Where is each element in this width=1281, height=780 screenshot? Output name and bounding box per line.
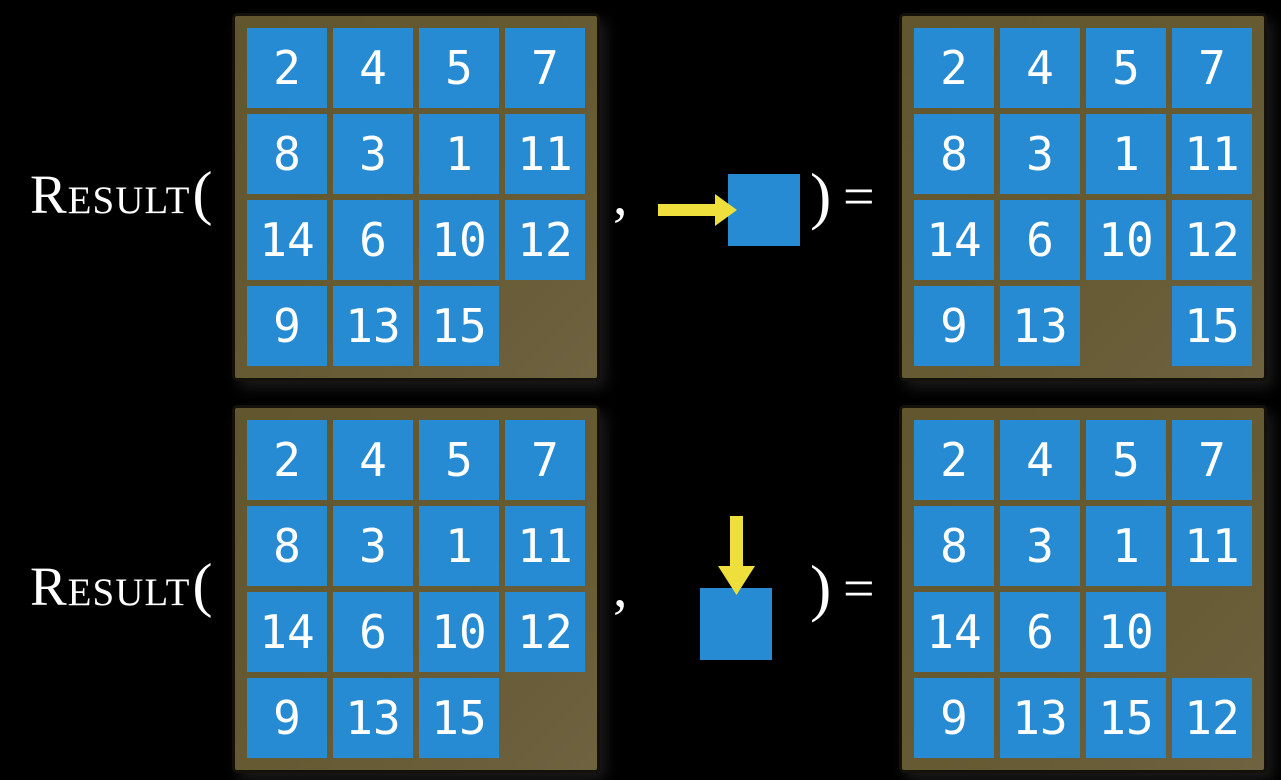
tile-2: 2	[914, 420, 994, 500]
open-paren-icon: (	[192, 552, 213, 618]
tile-4: 4	[1000, 420, 1080, 500]
tile-15: 15	[419, 678, 499, 758]
tile-3: 3	[1000, 506, 1080, 586]
tile-7: 7	[1172, 420, 1252, 500]
tile-9: 9	[914, 286, 994, 366]
tile-2: 2	[247, 420, 327, 500]
tile-15: 15	[419, 286, 499, 366]
tile-2: 2	[914, 28, 994, 108]
tile-11: 11	[1172, 114, 1252, 194]
empty-cell	[1172, 592, 1252, 672]
tile-4: 4	[333, 420, 413, 500]
tile-10: 10	[1086, 592, 1166, 672]
tile-5: 5	[419, 28, 499, 108]
tile-13: 13	[333, 286, 413, 366]
comma: ,	[613, 554, 628, 619]
open-paren-icon: (	[192, 160, 213, 226]
tile-8: 8	[247, 114, 327, 194]
tile-8: 8	[914, 114, 994, 194]
tile-5: 5	[1086, 28, 1166, 108]
tile-15: 15	[1086, 678, 1166, 758]
tile-11: 11	[505, 506, 585, 586]
empty-cell	[505, 286, 585, 366]
tile-14: 14	[914, 200, 994, 280]
result-function-label: Result (	[30, 555, 212, 635]
equals-sign: =	[843, 166, 875, 228]
tile-9: 9	[247, 286, 327, 366]
moving-tile	[700, 588, 772, 660]
tile-14: 14	[247, 200, 327, 280]
tile-14: 14	[247, 592, 327, 672]
tile-12: 12	[505, 592, 585, 672]
tile-1: 1	[1086, 114, 1166, 194]
arrow-down-icon	[718, 516, 755, 595]
tile-12: 12	[1172, 200, 1252, 280]
tile-4: 4	[1000, 28, 1080, 108]
arrow-right-icon	[658, 194, 737, 226]
close-paren-icon: )	[810, 552, 832, 623]
tile-7: 7	[1172, 28, 1252, 108]
tile-13: 13	[1000, 286, 1080, 366]
comma: ,	[613, 162, 628, 227]
moving-tile	[728, 174, 800, 246]
tile-8: 8	[914, 506, 994, 586]
tile-8: 8	[247, 506, 327, 586]
tile-10: 10	[419, 200, 499, 280]
tile-6: 6	[1000, 200, 1080, 280]
tile-9: 9	[914, 678, 994, 758]
empty-cell	[1086, 286, 1166, 366]
equals-sign: =	[843, 558, 875, 620]
tile-7: 7	[505, 420, 585, 500]
result-function-label: Result (	[30, 163, 212, 243]
tile-6: 6	[333, 200, 413, 280]
tile-11: 11	[1172, 506, 1252, 586]
function-name: Result	[30, 164, 191, 225]
tile-12: 12	[1172, 678, 1252, 758]
tile-1: 1	[419, 506, 499, 586]
tile-1: 1	[1086, 506, 1166, 586]
tile-9: 9	[247, 678, 327, 758]
function-name: Result	[30, 556, 191, 617]
tile-5: 5	[419, 420, 499, 500]
empty-cell	[505, 678, 585, 758]
tile-5: 5	[1086, 420, 1166, 500]
tile-1: 1	[419, 114, 499, 194]
close-paren-icon: )	[810, 160, 832, 231]
tile-13: 13	[1000, 678, 1080, 758]
tile-10: 10	[419, 592, 499, 672]
tile-3: 3	[333, 114, 413, 194]
tile-7: 7	[505, 28, 585, 108]
tile-6: 6	[1000, 592, 1080, 672]
tile-4: 4	[333, 28, 413, 108]
tile-10: 10	[1086, 200, 1166, 280]
tile-11: 11	[505, 114, 585, 194]
tile-15: 15	[1172, 286, 1252, 366]
tile-14: 14	[914, 592, 994, 672]
tile-3: 3	[1000, 114, 1080, 194]
tile-2: 2	[247, 28, 327, 108]
tile-3: 3	[333, 506, 413, 586]
tile-13: 13	[333, 678, 413, 758]
tile-12: 12	[505, 200, 585, 280]
tile-6: 6	[333, 592, 413, 672]
